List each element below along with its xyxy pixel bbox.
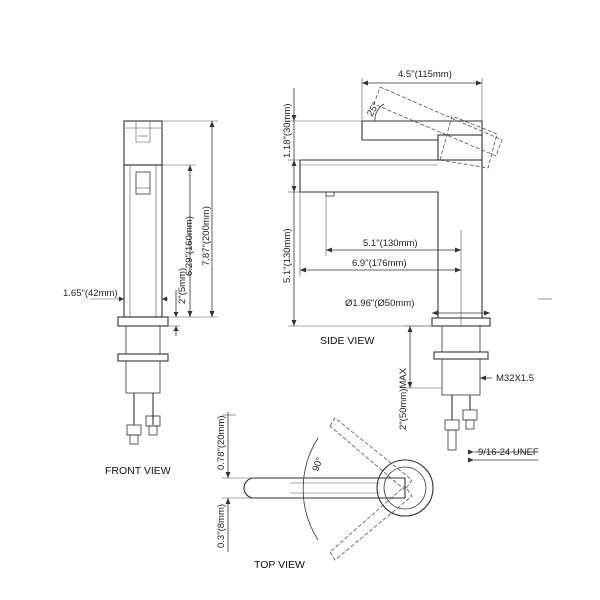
side-handle-height-label: 1.18"(30mm) [282, 103, 293, 158]
side-handle-rotated [373, 86, 503, 169]
side-dimension-lines [288, 78, 552, 463]
top-handle-width-label: 0.78"(20mm) [216, 415, 227, 470]
side-lower-thread [441, 358, 481, 396]
front-view: 1.65"(42mm) 2"(5mm) 6.29"(160mm) 7.87"(2… [63, 120, 218, 477]
side-spout-height-label: 5.1"(130mm) [282, 228, 293, 283]
front-base-plate-label: 2"(5mm) [177, 268, 188, 304]
top-handle [243, 477, 406, 499]
side-supply-thread-label: 9/16-24 UNEF [478, 447, 539, 458]
front-shank-thread [125, 325, 161, 355]
side-nut [433, 351, 489, 360]
front-dimension-lines [90, 120, 218, 336]
front-handle [123, 120, 163, 166]
side-shank-thread-label: M32X1.5 [496, 373, 534, 384]
top-rotation-label: 90° [310, 456, 325, 473]
side-view: 4.5"(115mm) 25° 1.18"(30mm) 5.1"(130mm) … [282, 69, 552, 463]
top-dimension-lines [222, 412, 254, 552]
side-shank-thread [441, 325, 481, 353]
front-base-plate [117, 316, 169, 327]
front-body-height-label: 6.29"(160mm) [184, 216, 195, 276]
front-view-title: FRONT VIEW [105, 465, 171, 477]
front-total-height-label: 7.87"(200mm) [201, 206, 212, 266]
top-handle-rotated [329, 417, 413, 561]
side-view-title: SIDE VIEW [320, 335, 374, 347]
side-handle-angle-label: 25° [365, 100, 382, 118]
side-aerator-label: 5.1"(130mm) [363, 238, 418, 249]
side-reach-label: 4.5"(115mm) [398, 69, 452, 80]
front-supply-hoses [126, 393, 161, 445]
side-base-diameter-label: Ø1.96"(Ø50mm) [345, 298, 414, 309]
front-nut [117, 353, 169, 362]
top-rotation-arc [302, 437, 319, 541]
side-supply-hoses [444, 395, 478, 451]
top-view: 0.78"(20mm) 0.3"(8mm) 90° TOP VIEW [216, 412, 434, 571]
top-body [376, 459, 434, 517]
side-deck-max-label: 2"(50mm)MAX [398, 367, 409, 430]
top-view-title: TOP VIEW [254, 559, 305, 571]
side-handle-lever [361, 120, 483, 161]
side-overall-reach-label: 6.9"(176mm) [352, 258, 407, 269]
front-width-label: 1.65"(42mm) [63, 288, 118, 299]
front-lower-thread [125, 360, 161, 394]
top-handle-thickness-label: 0.3"(8mm) [216, 504, 227, 548]
front-body [123, 164, 163, 318]
